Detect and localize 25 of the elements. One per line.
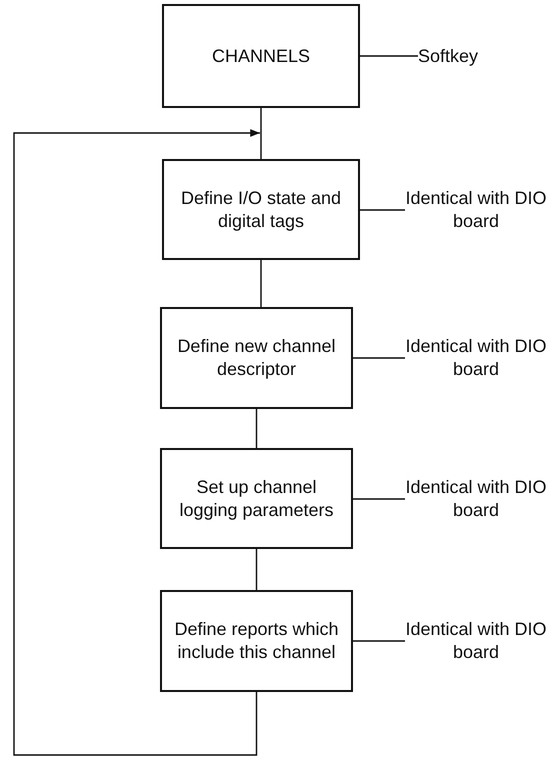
box-label: Define new channel descriptor xyxy=(176,335,337,381)
box-label: CHANNELS xyxy=(212,44,310,68)
connector-line xyxy=(360,209,405,211)
process-box xyxy=(160,448,353,549)
connector-line xyxy=(353,498,405,500)
box-label: Define I/O state and digital tags xyxy=(180,186,342,232)
arrow xyxy=(13,129,260,756)
side-label: Identical with DIO board xyxy=(405,476,547,522)
connector-line xyxy=(353,640,405,642)
connector-line xyxy=(260,260,262,307)
side-label: Identical with DIO board xyxy=(405,335,547,381)
process-box xyxy=(160,307,353,409)
box-label: Set up channel logging parameters xyxy=(178,476,335,522)
connector-line xyxy=(256,549,258,590)
box-label: Define reports which include this channel xyxy=(173,618,340,664)
process-box xyxy=(162,159,360,260)
process-box xyxy=(162,4,360,108)
connector-line xyxy=(256,409,258,448)
connector-line xyxy=(353,357,405,359)
side-label: Softkey xyxy=(418,44,478,68)
side-label: Identical with DIO board xyxy=(405,187,547,233)
connector-line xyxy=(260,108,262,159)
connector-line xyxy=(360,55,418,57)
process-box xyxy=(160,590,353,692)
side-label: Identical with DIO board xyxy=(405,618,547,664)
